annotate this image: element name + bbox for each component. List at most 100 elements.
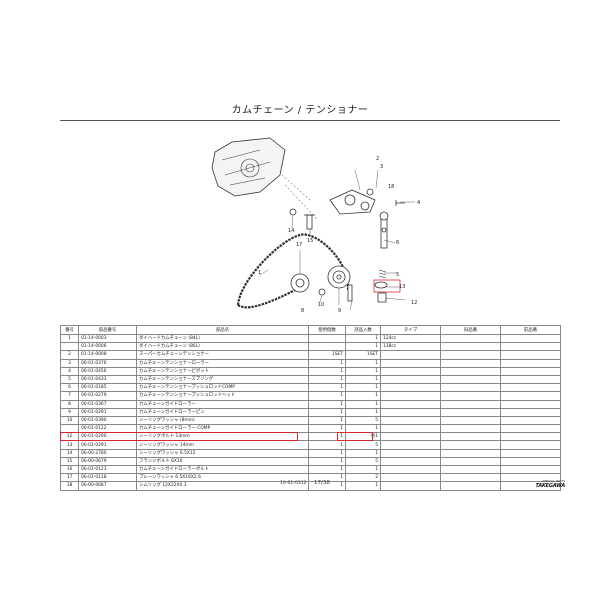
row-part-number: 00-01-0123 — [78, 464, 137, 475]
row-part-number: 00-00-0679 — [78, 456, 137, 467]
row-pack-qty: 1 — [345, 333, 381, 344]
qty-highlight-box — [337, 432, 373, 441]
row-prev-part — [500, 342, 561, 352]
row-part-name: スーパーカムチェーンテンショナー — [136, 350, 309, 360]
callout-1: 1 — [258, 270, 261, 276]
row-number: 13 — [60, 440, 79, 450]
row-use-qty: 1 — [308, 440, 346, 450]
row-part-name: カムチェーンテンショナーピボット — [136, 366, 309, 376]
row-old-part — [440, 333, 501, 344]
row-use-qty: 1 — [308, 464, 346, 475]
row-type — [380, 464, 441, 475]
crankcase-part — [211, 137, 286, 197]
row-type — [380, 473, 441, 483]
row-part-name: シーリングワッシャ 14mm — [136, 440, 309, 450]
row-old-part — [440, 481, 501, 491]
guide-roller-part — [327, 265, 351, 289]
row-number: 5 — [60, 374, 79, 385]
row-type — [380, 424, 441, 434]
row-prev-part — [500, 456, 561, 467]
row-old-part — [440, 415, 501, 426]
row-old-part — [440, 342, 501, 352]
row-pack-qty: 2 — [345, 473, 381, 483]
row-number: 16 — [60, 464, 79, 475]
row-use-qty: 1 — [308, 374, 346, 385]
row-prev-part — [500, 391, 561, 401]
brand-name: TAKEGAWA — [535, 483, 566, 489]
row-part-name: ダイハードカムチェーン (84L) — [136, 333, 309, 344]
row-part-name: カムチェーンテンショナープッシュロッドヘッド — [136, 391, 309, 401]
brand-tagline: SPECIAL PARTS — [542, 479, 565, 483]
row-type — [380, 481, 441, 491]
row-use-qty: 1 — [308, 399, 346, 409]
row-pack-qty: 1 — [345, 399, 381, 409]
callout-15: 15 — [307, 238, 313, 244]
row-part-number: 01-14-0006 — [78, 342, 137, 352]
row-old-part — [440, 440, 501, 450]
row-part-name: シーリングワッシャ 6.5X12 — [136, 448, 309, 458]
header-no: 番号 — [60, 325, 79, 335]
row-part-name: カムチェーンガイドローラーピン — [136, 407, 309, 417]
row-use-qty: 1 — [308, 415, 346, 426]
row-use-qty: 1 — [308, 383, 346, 393]
row-part-name: カムチェーンテンショナーローラー — [136, 358, 309, 368]
row-old-part — [440, 424, 501, 434]
row-part-number: 00-01-0433 — [78, 374, 137, 385]
row-old-part — [440, 374, 501, 385]
row-part-name: カムチェーンテンショナープッシュロッドCOMP — [136, 383, 309, 393]
row-old-part — [440, 350, 501, 360]
row-number: 10 — [60, 415, 79, 426]
diagram-highlight-box — [373, 279, 401, 293]
row-old-part — [440, 407, 501, 417]
row-number: 8 — [60, 399, 79, 409]
row-part-number: 00-01-0185 — [78, 383, 137, 393]
cam-chain-part — [236, 233, 350, 306]
row-use-qty: 1 — [308, 407, 346, 417]
row-type — [380, 440, 441, 450]
title-divider — [60, 120, 560, 121]
row-pack-qty: 1 — [345, 366, 381, 376]
callout-8: 8 — [301, 308, 304, 314]
row-old-part — [440, 464, 501, 475]
row-use-qty: 1SET — [308, 350, 346, 360]
row-number: 2 — [60, 350, 79, 360]
callout-3: 3 — [380, 164, 383, 170]
row-type — [380, 456, 441, 467]
row-pack-qty: 5 — [345, 456, 381, 467]
row-number: 6 — [60, 383, 79, 393]
row-pack-qty: 1 — [345, 358, 381, 368]
row-part-number: 00-01-0291 — [78, 407, 137, 417]
callout-18: 18 — [388, 184, 394, 190]
header-part-number: 部品番号 — [78, 325, 137, 335]
row-pack-qty: 1 — [345, 464, 381, 475]
row-type — [380, 358, 441, 368]
row-part-number: 00-01-0456 — [78, 366, 137, 376]
row-use-qty: 1 — [308, 366, 346, 376]
row-part-number: 00-01-0367 — [78, 399, 137, 409]
row-old-part — [440, 358, 501, 368]
row-old-part — [440, 366, 501, 376]
row-number: 3 — [60, 358, 79, 368]
document-code: 10-01-0312 — [280, 481, 307, 486]
header-type: タイプ — [380, 325, 441, 335]
row-prev-part — [500, 464, 561, 475]
row-type: 124cc — [380, 333, 441, 344]
row-pack-qty: 1 — [345, 407, 381, 417]
row-prev-part — [500, 415, 561, 426]
tensioner-part — [329, 189, 376, 215]
row-use-qty — [308, 333, 346, 344]
row-part-name: カムチェーンガイドローラー — [136, 399, 309, 409]
row-pack-qty: 1 — [345, 481, 381, 491]
callout-5: 5 — [396, 272, 399, 278]
header-pack-qty: 部品入数 — [345, 325, 381, 335]
row-part-name: カムチェーンガイドローラーボルト — [136, 464, 309, 475]
callout-2: 2 — [376, 156, 379, 162]
